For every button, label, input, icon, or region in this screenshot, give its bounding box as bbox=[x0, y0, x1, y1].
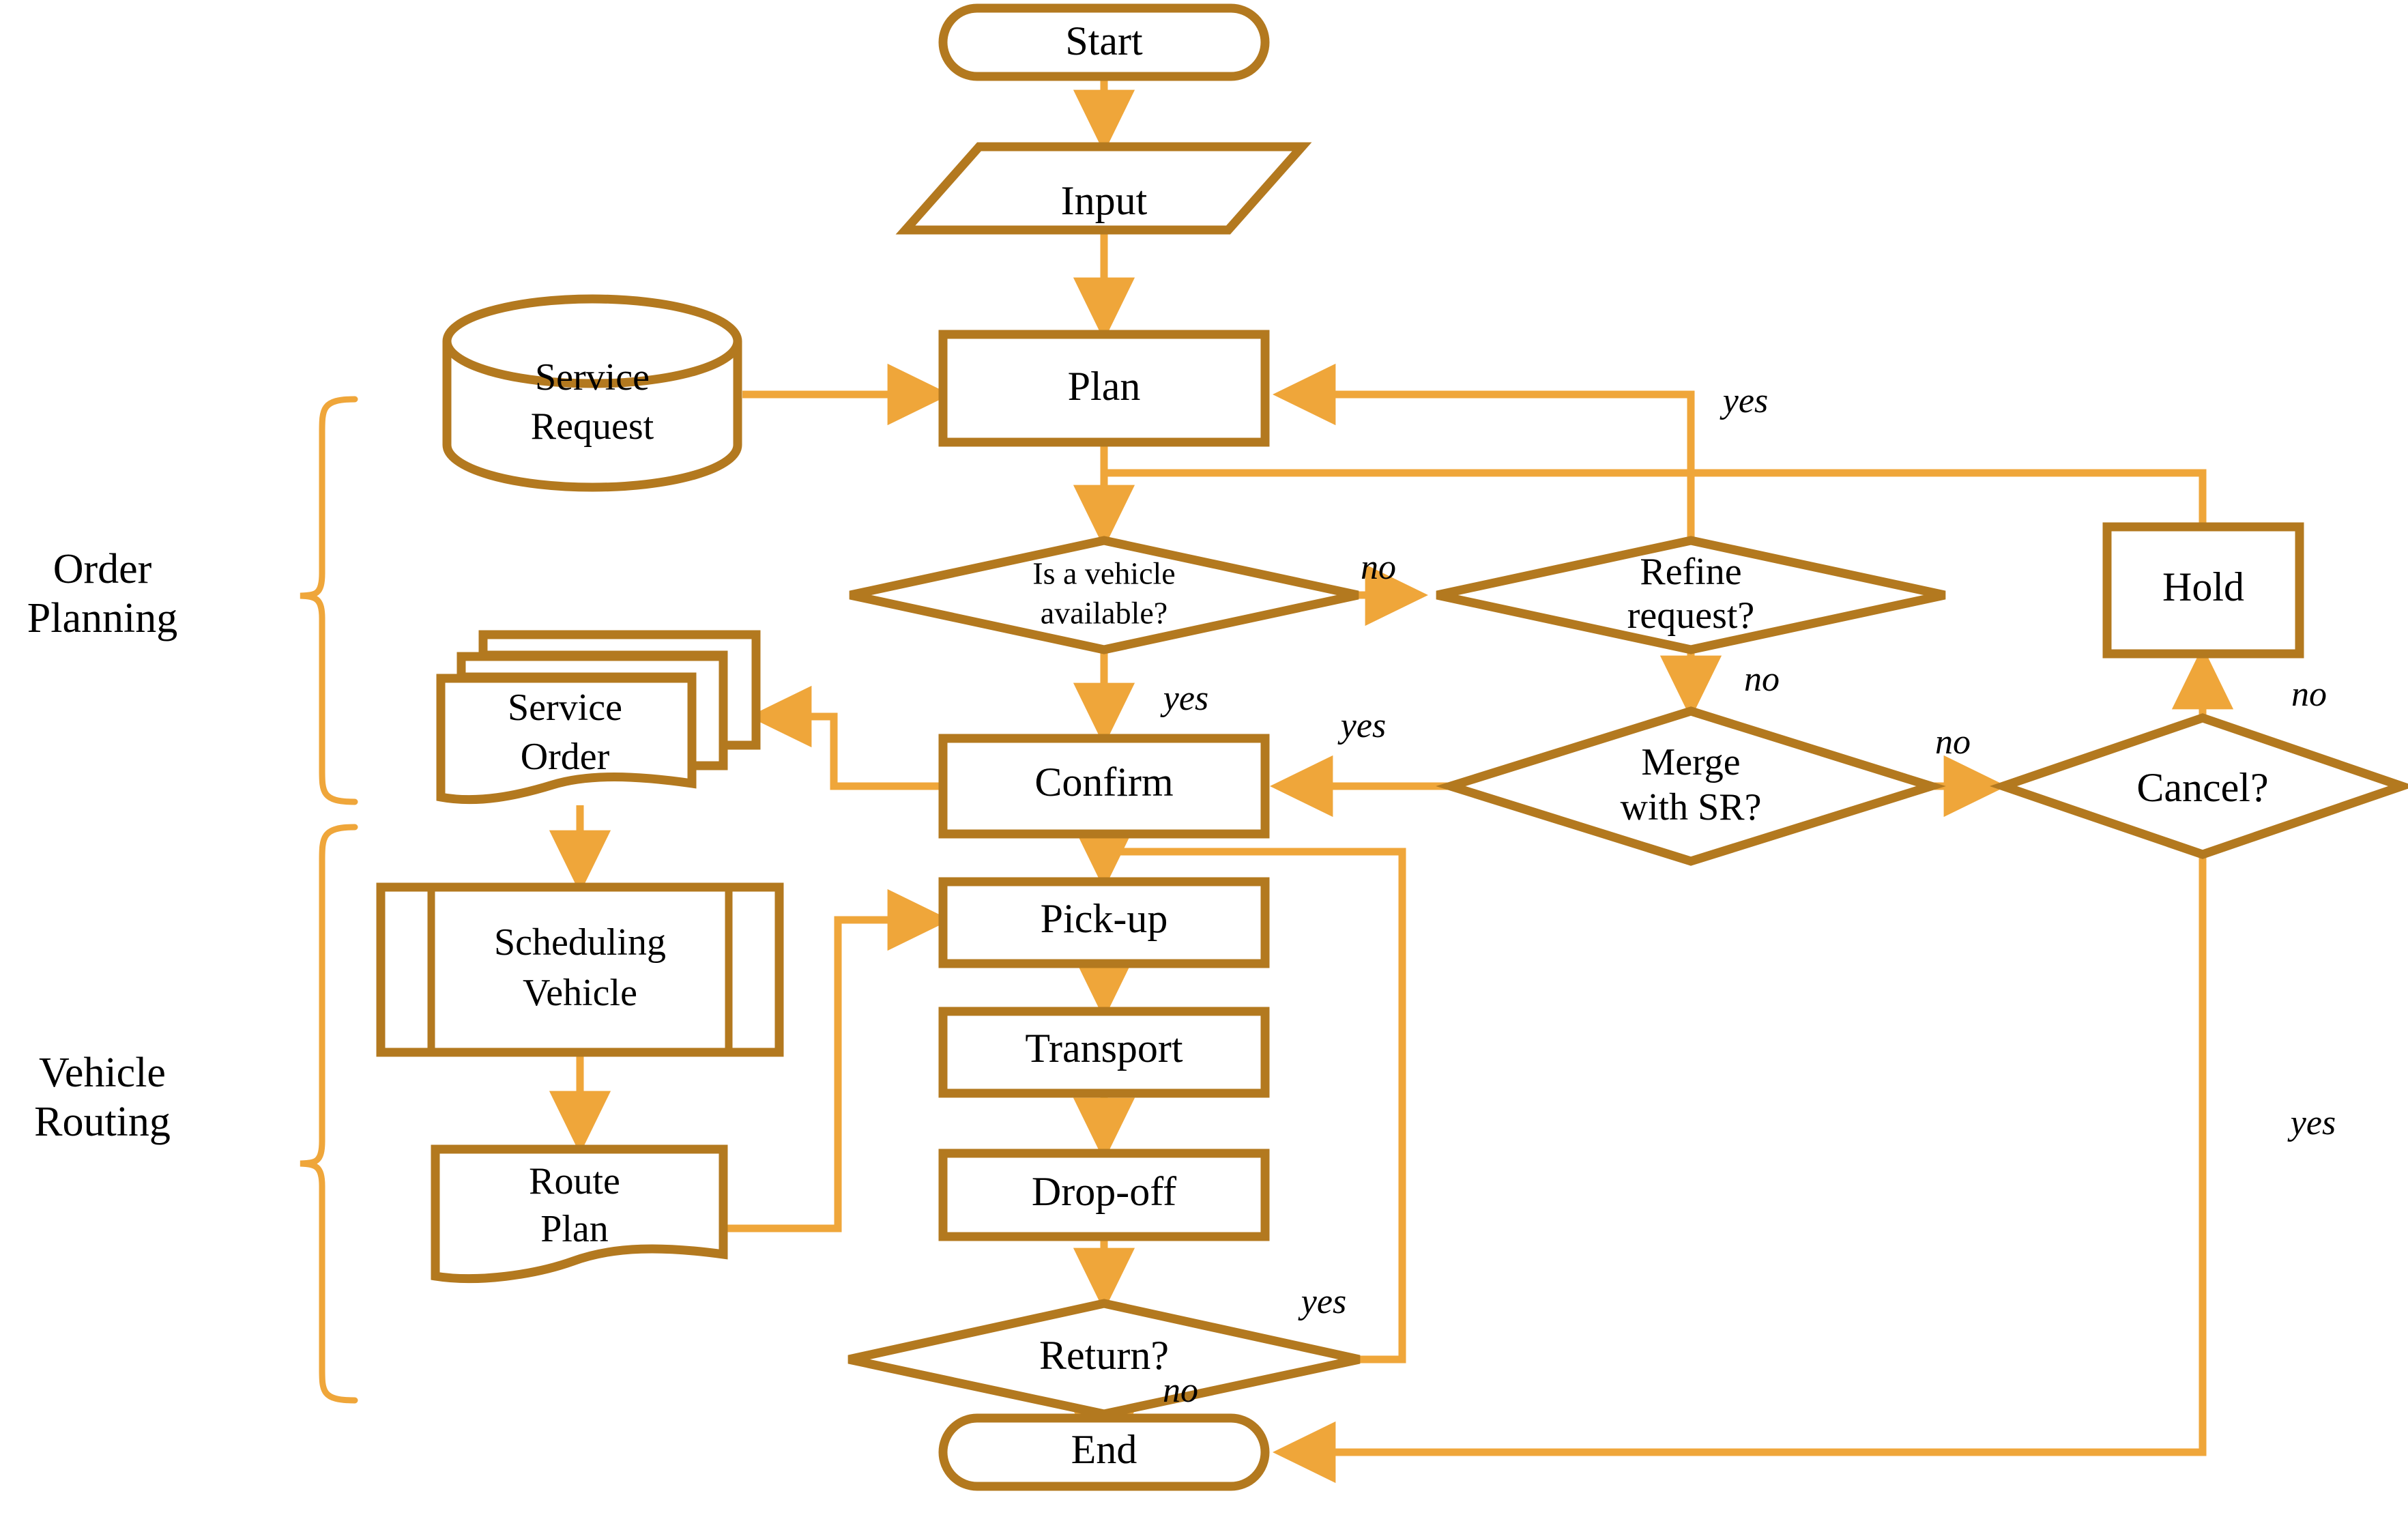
node-hold[interactable] bbox=[2102, 522, 2304, 659]
edge-label-return-no: no bbox=[1163, 1371, 1198, 1410]
group-brace-layer bbox=[300, 396, 358, 1404]
node-label-route-plan-line1: Route bbox=[529, 1160, 620, 1202]
connector-layer bbox=[549, 76, 2234, 1484]
node-pick-up[interactable] bbox=[938, 877, 1270, 968]
node-merge-with-sr[interactable] bbox=[1436, 706, 1946, 866]
node-label-scheduling-vehicle-line2: Vehicle bbox=[523, 972, 637, 1014]
node-label-start: Start bbox=[1065, 18, 1143, 63]
node-start[interactable] bbox=[938, 3, 1270, 81]
node-scheduling-vehicle[interactable] bbox=[376, 882, 784, 1057]
group-label-vehicle-routing-line2: Routing bbox=[34, 1099, 171, 1145]
node-transport[interactable] bbox=[938, 1007, 1270, 1098]
node-label-is-vehicle-available-line1: Is a vehicle bbox=[1032, 556, 1175, 591]
group-label-vehicle-routing-line1: Vehicle bbox=[39, 1050, 166, 1096]
node-label-scheduling-vehicle-line1: Scheduling bbox=[494, 921, 666, 964]
node-label-refine-request-line2: request? bbox=[1627, 594, 1755, 637]
edge-confirm-serviceorder bbox=[749, 685, 943, 790]
node-label-confirm: Confirm bbox=[1034, 760, 1173, 805]
edge-label-refine-no: no bbox=[1744, 660, 1780, 699]
group-label-order-planning-line2: Planning bbox=[27, 595, 177, 641]
edge-label-cancel-no: no bbox=[2291, 675, 2327, 714]
node-label-is-vehicle-available-line2: available? bbox=[1041, 596, 1167, 631]
node-label-service-request-line1: Service bbox=[535, 356, 650, 399]
edge-cancel-end bbox=[1273, 854, 2207, 1484]
edge-label-merge-no: no bbox=[1935, 723, 1971, 762]
shape-layer bbox=[376, 3, 2408, 1491]
node-label-service-order-line2: Order bbox=[521, 736, 610, 778]
edge-routeplan-pickup bbox=[723, 889, 951, 1232]
node-route-plan[interactable] bbox=[431, 1144, 728, 1284]
node-label-drop-off: Drop-off bbox=[1032, 1169, 1176, 1214]
edge-label-return-yes: yes bbox=[1298, 1282, 1346, 1321]
node-plan[interactable] bbox=[938, 330, 1270, 447]
node-input[interactable] bbox=[895, 142, 1312, 235]
node-service-order[interactable] bbox=[436, 674, 697, 805]
node-label-merge-with-sr-line1: Merge bbox=[1641, 741, 1740, 783]
edge-refine-plan bbox=[1273, 363, 1695, 595]
node-label-route-plan-line2: Plan bbox=[540, 1208, 609, 1250]
node-label-merge-with-sr-line2: with SR? bbox=[1621, 786, 1762, 828]
node-end[interactable] bbox=[938, 1413, 1270, 1491]
node-is-vehicle-available[interactable] bbox=[849, 536, 1359, 654]
node-label-pick-up: Pick-up bbox=[1041, 896, 1168, 941]
label-layer: Order Planning Vehicle Routing Start Inp… bbox=[27, 18, 2336, 1472]
edge-label-merge-yes: yes bbox=[1337, 706, 1386, 745]
node-label-transport: Transport bbox=[1025, 1026, 1183, 1071]
edge-label-vehicle-no: no bbox=[1361, 548, 1396, 587]
group-label-order-planning-line1: Order bbox=[53, 546, 152, 592]
node-label-refine-request-line1: Refine bbox=[1640, 551, 1741, 593]
node-label-end: End bbox=[1071, 1427, 1137, 1472]
node-refine-request[interactable] bbox=[1436, 536, 1946, 654]
node-label-return: Return? bbox=[1039, 1333, 1169, 1378]
node-label-input: Input bbox=[1061, 178, 1148, 223]
node-confirm[interactable] bbox=[938, 734, 1270, 839]
node-label-cancel: Cancel? bbox=[2136, 765, 2268, 810]
brace-order-planning bbox=[300, 396, 358, 805]
node-service-request[interactable] bbox=[442, 294, 742, 492]
node-drop-off[interactable] bbox=[938, 1149, 1270, 1241]
node-label-service-request-line2: Request bbox=[531, 405, 654, 448]
edge-label-vehicle-yes: yes bbox=[1160, 679, 1208, 718]
brace-vehicle-routing bbox=[300, 824, 358, 1404]
service-request-cylinder-top bbox=[442, 341, 742, 388]
edge-plan-hold-rail bbox=[1104, 469, 2207, 527]
edge-return-pickup bbox=[1104, 848, 1406, 1364]
node-label-hold: Hold bbox=[2162, 564, 2244, 609]
node-label-service-order-line1: Service bbox=[508, 687, 622, 729]
edge-label-cancel-yes: yes bbox=[2287, 1103, 2336, 1142]
edge-label-refine-yes: yes bbox=[1720, 381, 1768, 420]
node-label-plan: Plan bbox=[1068, 364, 1141, 409]
node-cancel[interactable] bbox=[1989, 713, 2408, 859]
